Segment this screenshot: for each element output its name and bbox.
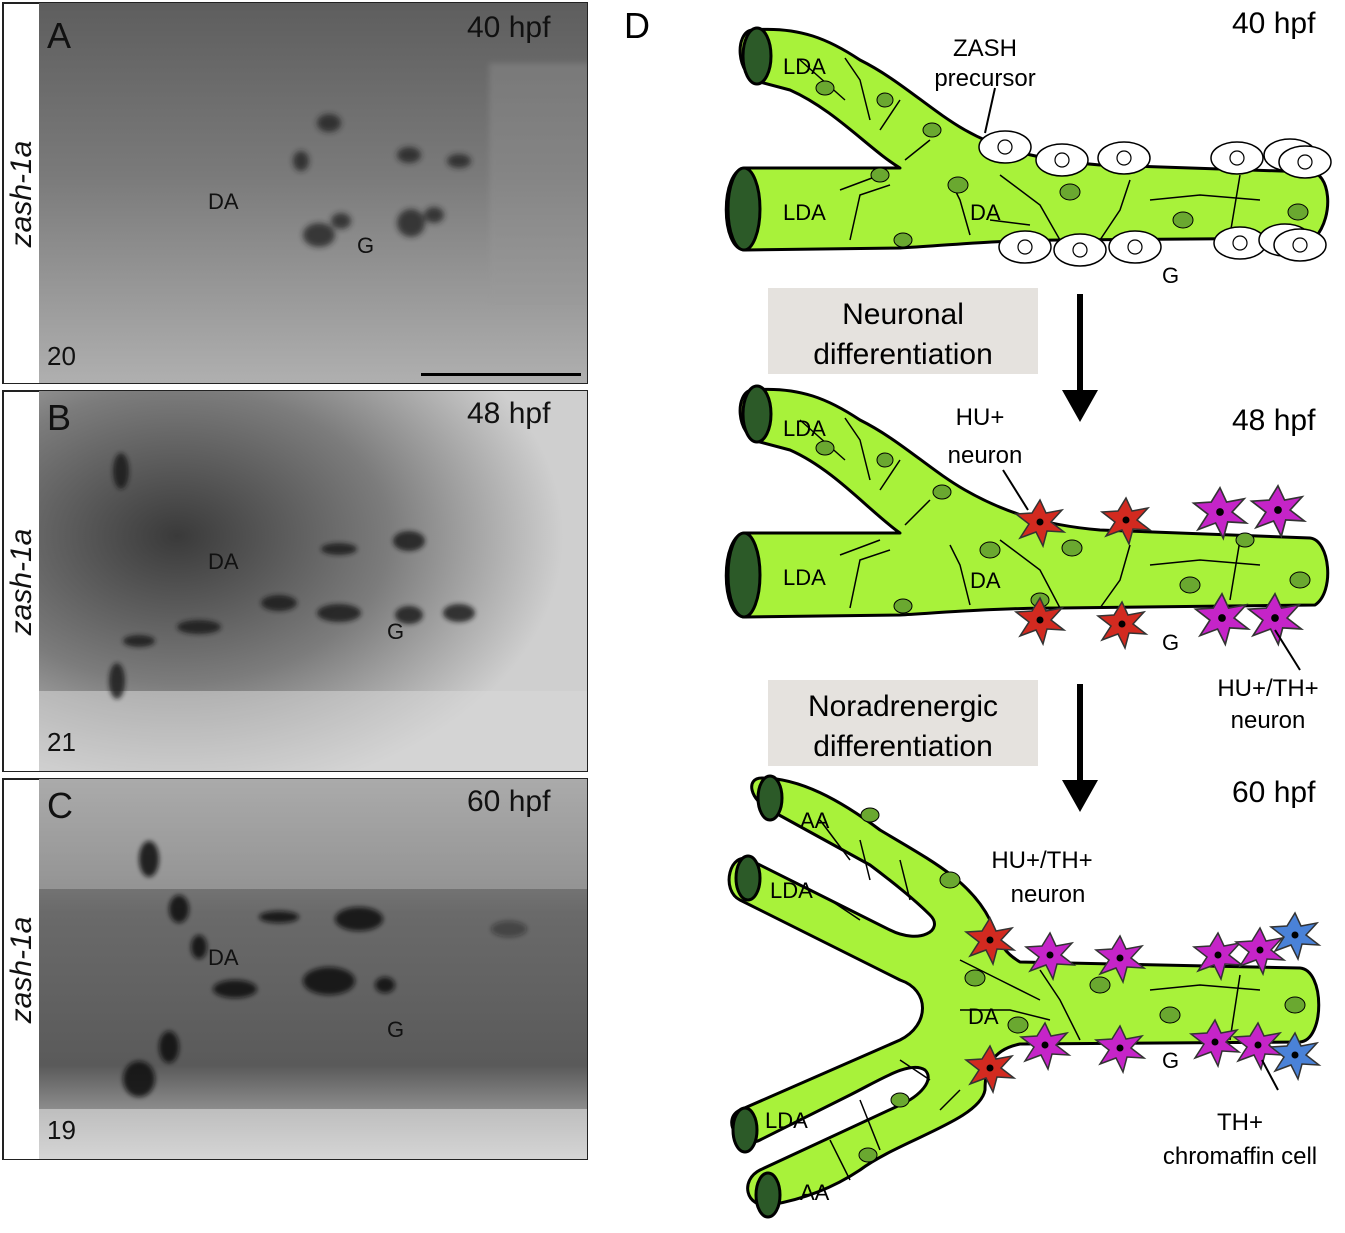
gene-label-a: zash-1a: [3, 3, 41, 383]
nuclei-40hpf: [815, 80, 1309, 248]
count-b: 21: [47, 727, 76, 757]
vessel-48hpf: [724, 384, 1330, 619]
huth-label-60-2: neuron: [1011, 881, 1086, 908]
label-da-40: DA: [970, 200, 1001, 225]
zash-precursor-cells: [978, 130, 1332, 267]
label-lda-40-top: LDA: [783, 54, 826, 79]
micrograph-c: [39, 779, 587, 1159]
gene-label-b: zash-1a: [3, 391, 41, 771]
hu-label-2: neuron: [948, 442, 1023, 469]
hu-label-1: HU+: [956, 404, 1005, 431]
step-noradrenergic-line2: differentiation: [813, 730, 993, 763]
label-lda-60-bottom: LDA: [765, 1108, 808, 1133]
huth-label-48-2: neuron: [1231, 707, 1306, 734]
arrow-down-icon: [1062, 294, 1098, 422]
label-lda-48-bottom: LDA: [783, 565, 826, 590]
label-g-40: G: [1162, 263, 1179, 288]
chromaffin-pointer: [1261, 1059, 1279, 1091]
gene-name: zash-1a: [5, 528, 38, 636]
micrograph-a: [39, 3, 587, 383]
huth-label-60-1: HU+/TH+: [991, 847, 1092, 874]
schematic-diagram: D 40 hpf ZASH precursor LDA LDA DA G Neu…: [624, 5, 1332, 1219]
label-lda-60-top: LDA: [770, 878, 813, 903]
step-neuronal-line2: differentiation: [813, 338, 993, 371]
stage-label-b: 48 hpf: [467, 397, 551, 430]
label-g-a: G: [357, 233, 375, 258]
label-da-c: DA: [208, 945, 239, 970]
label-da-48: DA: [970, 568, 1001, 593]
th-label-1: TH+: [1217, 1109, 1263, 1136]
count-c: 19: [47, 1115, 76, 1145]
panel-c: zash-1a C 60 hpf DA G 19: [2, 778, 588, 1160]
panel-letter-b: B: [47, 397, 72, 438]
label-g-b: G: [387, 619, 405, 644]
count-a: 20: [47, 341, 76, 371]
label-lda-48-top: LDA: [783, 416, 826, 441]
stage-label-d3: 60 hpf: [1232, 776, 1316, 809]
step-neuronal-line1: Neuronal: [842, 298, 964, 331]
th-label-2: chromaffin cell: [1163, 1143, 1317, 1170]
stage-label-d2: 48 hpf: [1232, 404, 1316, 437]
arrow-down-icon: [1062, 684, 1098, 812]
step-box-neuronal: [768, 288, 1038, 374]
huth-pointer: [1274, 629, 1301, 671]
stage-label-a: 40 hpf: [467, 11, 551, 44]
stage-label-d1: 40 hpf: [1232, 7, 1316, 40]
label-lda-40-bottom: LDA: [783, 200, 826, 225]
panel-letter-a: A: [47, 15, 72, 56]
label-aa-top: AA: [800, 808, 830, 833]
nuclei-60hpf: [858, 807, 1306, 1163]
scale-bar: [421, 373, 581, 376]
vessel-60hpf-walls: [819, 819, 1261, 1181]
micrograph-b: [39, 391, 587, 771]
vessel-48hpf-walls: [799, 417, 1261, 609]
vessel-40hpf: [724, 26, 1330, 252]
gene-name: zash-1a: [5, 140, 38, 248]
vessel-40hpf-walls: [799, 57, 1261, 241]
label-g-48: G: [1162, 630, 1179, 655]
nuclei-48hpf: [815, 440, 1311, 614]
stage-label-c: 60 hpf: [467, 785, 551, 818]
panel-b: zash-1a B 48 hpf DA G 21: [2, 390, 588, 772]
gene-label-c: zash-1a: [3, 779, 41, 1159]
panel-letter-d: D: [624, 5, 650, 46]
label-da-60: DA: [968, 1004, 999, 1029]
label-aa-bottom: AA: [800, 1180, 830, 1205]
step-noradrenergic-line1: Noradrenergic: [808, 690, 998, 723]
label-g-60: G: [1162, 1048, 1179, 1073]
zash-label-1: ZASH: [953, 35, 1017, 62]
panel-a: zash-1a A 40 hpf DA G 20: [2, 2, 588, 384]
step-box-noradrenergic: [768, 680, 1038, 766]
label-da-b: DA: [208, 549, 239, 574]
huth-label-48-1: HU+/TH+: [1217, 675, 1318, 702]
label-da-a: DA: [208, 189, 239, 214]
panel-letter-c: C: [47, 785, 73, 826]
zash-pointer: [984, 87, 996, 134]
gene-name: zash-1a: [5, 916, 38, 1024]
zash-label-2: precursor: [934, 65, 1035, 92]
label-g-c: G: [387, 1017, 405, 1042]
hu-pointer: [1002, 469, 1029, 511]
